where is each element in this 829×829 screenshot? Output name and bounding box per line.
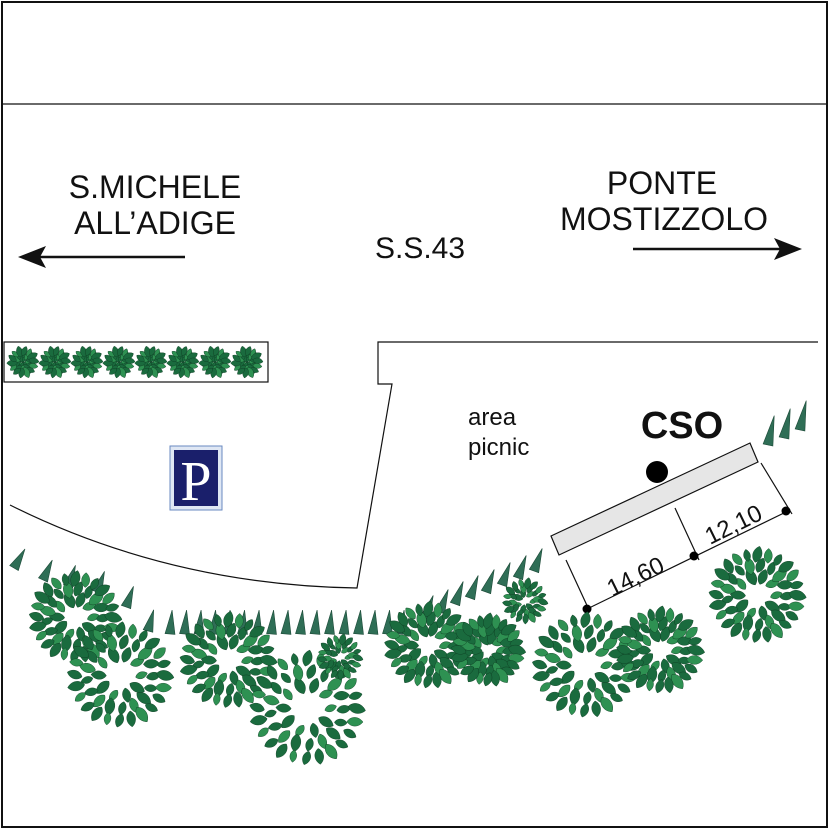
dimension-node (582, 604, 592, 614)
stake-icon (295, 610, 306, 635)
parking-area-boundary (9, 341, 818, 589)
stake-icon (778, 408, 791, 440)
tree-icon (532, 611, 640, 718)
road-name: S.S.43 (375, 232, 465, 265)
point-marker-icon (646, 461, 668, 483)
hedge-shrub-icon (134, 345, 168, 379)
dimension-node (689, 551, 699, 561)
hedge-shrub-icon (6, 345, 40, 379)
stake-icon (367, 610, 379, 635)
structure-bar (550, 442, 759, 556)
arrow-right-icon (633, 238, 802, 260)
left-destination-line-1: S.MICHELE (69, 169, 241, 205)
shrub-icon (502, 577, 549, 625)
stake-icon (353, 610, 364, 635)
shrub-group (317, 577, 549, 681)
stake-icon (38, 559, 53, 583)
tree-icon (249, 649, 366, 765)
stake-icon (309, 610, 321, 635)
hedge-shrub-icon (230, 345, 264, 379)
stake-icon (794, 400, 807, 432)
cso-label: CSO (641, 405, 723, 447)
dimension-lines (565, 462, 793, 613)
right-destination-line-2: MOSTIZZOLO (560, 201, 768, 237)
stake-icon (179, 610, 190, 635)
tree-icon (67, 621, 175, 728)
parking-sign-icon: P (169, 445, 223, 513)
stake-icon (528, 548, 543, 574)
left-destination-line-2: ALL’ADIGE (74, 205, 236, 241)
stake-icon (120, 586, 134, 610)
dimension-label-2: 12,10 (701, 500, 767, 551)
stake-icon (512, 555, 527, 581)
hedge-shrub-icon (198, 345, 232, 379)
hedge-shrub-icon (166, 345, 200, 379)
hedge-row (6, 345, 264, 379)
arrow-left-icon (18, 246, 185, 268)
tree-icon (708, 546, 807, 643)
dimension-label-1: 14,60 (603, 552, 669, 603)
stake-icon (164, 610, 176, 635)
stake-icon (266, 610, 277, 635)
stake-icon (449, 581, 464, 607)
stake-icon (496, 562, 511, 588)
parking-symbol: P (180, 451, 211, 513)
stake-icon (324, 610, 335, 635)
shrub-icon (317, 633, 364, 681)
tree-icon (179, 611, 278, 708)
stake-icon (480, 569, 495, 595)
stake-icon (464, 575, 479, 601)
hedge-shrub-icon (102, 345, 136, 379)
tree-icon (616, 605, 705, 694)
stake-icon (762, 415, 775, 447)
right-destination-line-1: PONTE (607, 165, 717, 201)
tree-icon (451, 612, 527, 687)
hedge-shrub-icon (38, 345, 72, 379)
stake-icon (280, 610, 292, 635)
hedge-shrub-icon (70, 345, 104, 379)
stake-icon (142, 609, 154, 633)
picnic-label-line-1: area (468, 404, 517, 431)
tree-group (28, 546, 807, 765)
dimension-node (781, 506, 791, 516)
stake-icon (9, 548, 26, 571)
stake-icon (338, 610, 350, 635)
picnic-label-line-2: picnic (468, 434, 529, 461)
